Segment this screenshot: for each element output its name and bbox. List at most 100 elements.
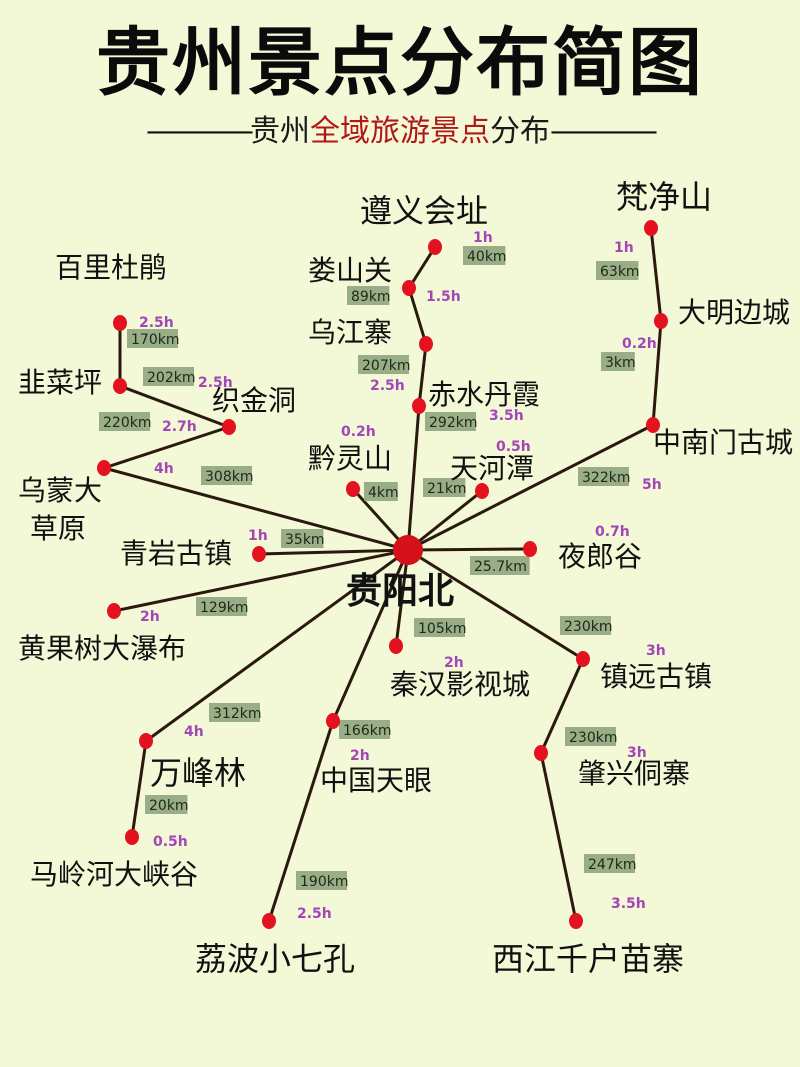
distance-badge-bg	[196, 597, 247, 616]
distance-badge-bg	[560, 616, 611, 635]
place-marker-fanjing[interactable]	[644, 220, 658, 236]
distance-badge-bg	[578, 467, 629, 486]
place-marker-libo[interactable]	[262, 913, 276, 929]
distance-label: 21km	[427, 481, 467, 497]
distance-label: 129km	[200, 600, 248, 616]
place-name-baili: 百里杜鹃	[55, 251, 167, 284]
route-line-xijiang	[539, 752, 578, 922]
route-line-daming	[651, 320, 663, 426]
travel-time-label: 1h	[614, 240, 634, 256]
place-name-fanjing: 梵净山	[616, 178, 712, 216]
place-marker-chishui[interactable]	[412, 398, 426, 414]
route-line-yelang	[407, 547, 531, 552]
place-marker-wanfeng[interactable]	[139, 733, 153, 749]
distance-label: 25.7km	[474, 559, 527, 575]
place-marker-yelang[interactable]	[523, 541, 537, 557]
distance-badge-bg	[145, 795, 188, 814]
place-marker-malinghe[interactable]	[125, 829, 139, 845]
travel-time-label: 5h	[642, 477, 662, 493]
travel-time-label: 0.7h	[595, 524, 630, 540]
distance-badge-bg	[347, 286, 390, 305]
route-line-libo	[267, 720, 335, 922]
place-markers	[97, 220, 668, 929]
distance-badge-bg	[281, 529, 324, 548]
place-marker-jiucai[interactable]	[113, 378, 127, 394]
place-marker-zhaoxing[interactable]	[534, 745, 548, 761]
travel-time-label: 0.2h	[341, 424, 376, 440]
travel-time-label: 2.5h	[139, 315, 174, 331]
place-name-wanfeng: 万峰林	[150, 754, 246, 792]
place-marker-zhijin[interactable]	[222, 419, 236, 435]
page-subtitle: ————贵州全域旅游景点分布————	[0, 112, 800, 152]
place-marker-xijiang[interactable]	[569, 913, 583, 929]
place-name-malinghe: 马岭河大峡谷	[30, 858, 198, 891]
place-name-zhongnanmen: 中南门古城	[653, 426, 793, 459]
travel-time-label: 0.5h	[153, 834, 188, 850]
distance-badge-bg	[364, 482, 398, 501]
place-name-zhenyuan: 镇远古镇	[600, 660, 712, 693]
distance-label: 322km	[582, 470, 630, 486]
route-line-zhenyuan	[407, 548, 584, 661]
travel-time-label: 0.5h	[496, 439, 531, 455]
place-name-zhijin: 织金洞	[212, 384, 296, 417]
place-name-qinhan: 秦汉影视城	[390, 668, 530, 701]
subtitle-highlight: 全域旅游景点	[310, 114, 490, 149]
place-name-libo: 荔波小七孔	[195, 940, 355, 978]
place-name-tianyan: 中国天眼	[320, 764, 432, 797]
place-marker-qinhan[interactable]	[389, 638, 403, 654]
distance-label: 312km	[213, 706, 261, 722]
route-line-chishui	[406, 405, 421, 551]
place-marker-loushan[interactable]	[402, 280, 416, 296]
place-name-xijiang: 西江千户苗寨	[492, 940, 684, 978]
distance-label: 4km	[368, 485, 399, 501]
travel-time-label: 2h	[140, 609, 160, 625]
distance-label: 190km	[300, 874, 348, 890]
place-marker-daming[interactable]	[654, 313, 668, 329]
travel-time-label: 3.5h	[611, 896, 646, 912]
distance-label: 20km	[149, 798, 189, 814]
subtitle-dash-right: ————	[550, 114, 658, 149]
place-marker-zhenyuan[interactable]	[576, 651, 590, 667]
place-name-zhaoxing: 肇兴侗寨	[578, 757, 690, 790]
travel-time-label: 1h	[473, 230, 493, 246]
route-line-zhijin	[103, 425, 230, 470]
travel-time-label: 3h	[627, 745, 647, 761]
place-names: 贵阳北遵义会址娄山关乌江寨赤水丹霞梵净山大明边城中南门古城百里杜鹃韭菜坪织金洞乌…	[18, 178, 793, 978]
place-name-tianhe: 天河潭	[450, 452, 534, 485]
place-marker-tianyan[interactable]	[326, 713, 340, 729]
place-marker-wujiang[interactable]	[419, 336, 433, 352]
place-marker-zunyi[interactable]	[428, 239, 442, 255]
travel-time-label: 4h	[154, 461, 174, 477]
place-marker-baili[interactable]	[113, 315, 127, 331]
place-marker-huangguoshu[interactable]	[107, 603, 121, 619]
place-marker-zhongnanmen[interactable]	[646, 417, 660, 433]
distance-label: 3km	[605, 355, 636, 371]
distance-label: 63km	[600, 264, 640, 280]
place-name-qingyan: 青岩古镇	[120, 537, 232, 570]
distance-label: 170km	[131, 332, 179, 348]
route-line-wanfeng	[145, 548, 409, 743]
route-line-qingyan	[258, 548, 409, 556]
route-line-zhongnanmen	[407, 423, 654, 552]
route-line-fanjing	[649, 227, 663, 322]
distance-badge-bg	[565, 727, 616, 746]
distance-badge-bg	[584, 854, 635, 873]
place-name-daming: 大明边城	[678, 296, 790, 329]
place-marker-qingyan[interactable]	[252, 546, 266, 562]
route-line-wujiang	[417, 343, 428, 407]
distance-badge-bg	[596, 261, 639, 280]
place-name-loushan: 娄山关	[308, 254, 392, 287]
place-name-zunyi: 遵义会址	[360, 192, 488, 230]
distance-label: 247km	[588, 857, 636, 873]
travel-time-label: 4h	[184, 724, 204, 740]
place-marker-wumeng[interactable]	[97, 460, 111, 476]
route-line-malinghe	[130, 740, 148, 838]
distance-label: 230km	[564, 619, 612, 635]
place-name-wujiang: 乌江寨	[308, 316, 392, 349]
subtitle-prefix: 贵州	[250, 114, 310, 149]
place-marker-qianling[interactable]	[346, 481, 360, 497]
place-marker-tianhe[interactable]	[475, 483, 489, 499]
route-line-qinhan	[394, 549, 410, 647]
hub-marker[interactable]	[393, 535, 423, 565]
